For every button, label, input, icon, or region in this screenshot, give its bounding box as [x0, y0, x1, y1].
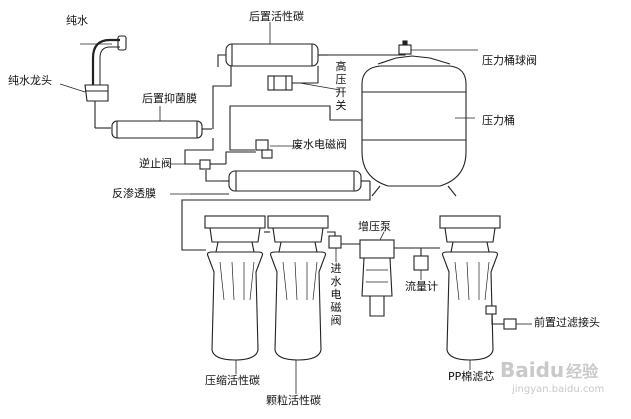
label-booster-pump: 增压泵: [358, 220, 391, 233]
filter-housing-compressed-carbon: [204, 215, 266, 361]
antibacterial-membrane-icon: [111, 120, 212, 139]
pressure-tank-icon: [361, 55, 475, 197]
faucet-icon: [84, 35, 127, 129]
inlet-solenoid-icon: [328, 235, 360, 249]
check-valve-icon: [170, 159, 226, 170]
filter-housing-pp-cotton: [439, 215, 501, 361]
label-check-valve: 逆止阀: [139, 157, 172, 170]
label-pure-water: 纯水: [66, 14, 88, 27]
label-post-antibacterial-membrane: 后置抑菌膜: [142, 92, 197, 105]
label-high-pressure-switch: 高压开关: [335, 60, 347, 112]
leader-lines: [59, 22, 532, 394]
label-flow-meter: 流量计: [405, 280, 438, 293]
label-pp-cotton: PP棉滤芯: [448, 370, 495, 383]
label-pressure-ball-valve: 压力桶球阀: [482, 54, 537, 67]
post-carbon-icon: [217, 43, 328, 67]
ro-membrane-icon: [190, 170, 370, 195]
label-compressed-carbon: 压缩活性碳: [205, 374, 260, 387]
flow-meter-icon: [413, 248, 429, 271]
pipe-ro: [181, 181, 371, 251]
label-pre-filter-connector: 前置过滤接头: [534, 316, 600, 329]
booster-pump-icon: [359, 239, 440, 317]
watermark-url: jingyan.baidu.com: [512, 384, 605, 395]
filter-housing-granular-carbon: [267, 215, 329, 361]
label-pressure-tank: 压力桶: [482, 114, 515, 127]
label-ro-membrane: 反渗透膜: [112, 187, 156, 200]
label-waste-water-solenoid: 废水电磁阀: [292, 138, 347, 151]
high-pressure-switch-icon: [267, 66, 319, 91]
label-inlet-solenoid: 进水电磁阀: [330, 262, 342, 327]
pipe-to-ball-valve: [328, 52, 406, 56]
pipe-carbon-to-membrane: [212, 66, 232, 129]
ball-valve-icon: [398, 40, 412, 55]
label-post-carbon: 后置活性碳: [249, 10, 304, 23]
label-granular-carbon: 颗粒活性碳: [266, 394, 321, 407]
waste-solenoid-icon: [225, 139, 300, 164]
pipe-tank: [229, 105, 362, 151]
label-pure-water-faucet: 纯水龙头: [8, 74, 52, 87]
